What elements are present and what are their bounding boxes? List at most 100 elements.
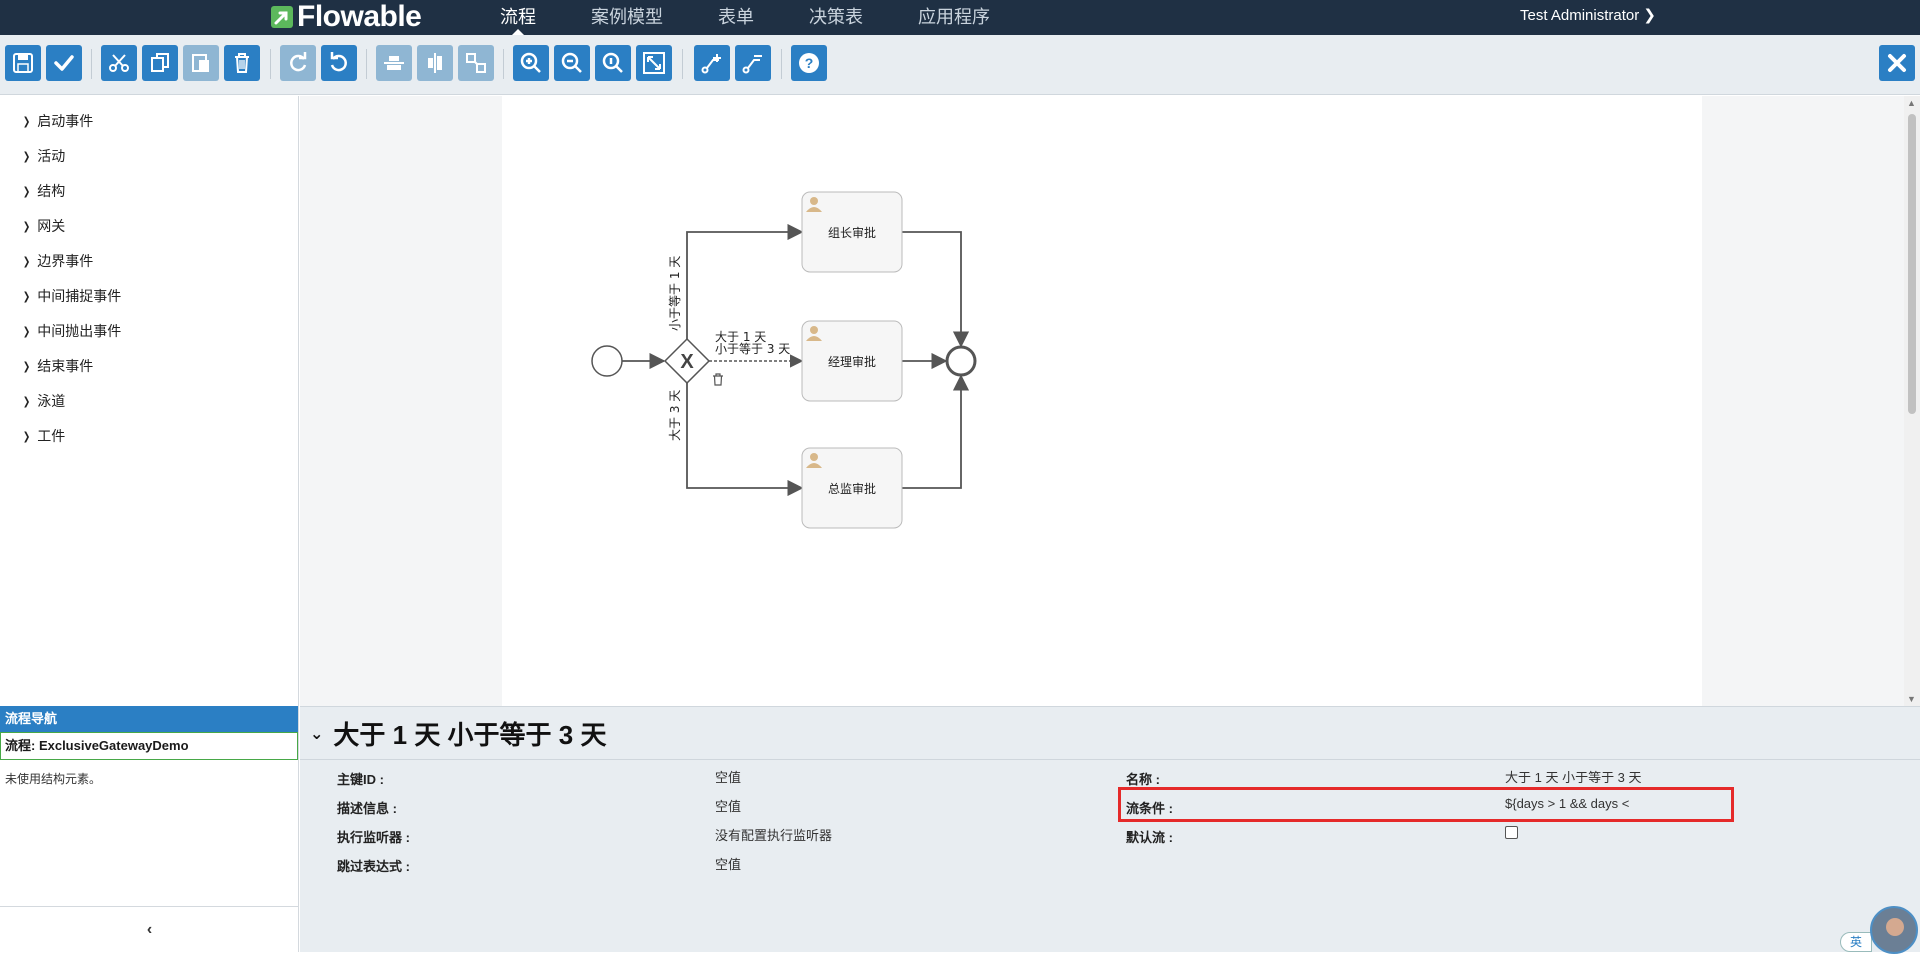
svg-text:?: ?: [805, 55, 814, 71]
user-task-director[interactable]: 总监审批: [801, 447, 903, 529]
chevron-right-icon: ❯: [22, 115, 31, 128]
task-label: 组长审批: [828, 225, 876, 240]
bend-point-remove-button[interactable]: [735, 45, 771, 81]
task-label: 总监审批: [828, 481, 876, 496]
palette-group-label: 启动事件: [37, 113, 94, 129]
scroll-down-arrow-icon[interactable]: ▼: [1907, 694, 1916, 704]
delete-button[interactable]: [224, 45, 260, 81]
nav-decision-tables[interactable]: 决策表: [809, 7, 863, 27]
palette-group-boundary-events[interactable]: ❯边界事件: [22, 251, 93, 271]
undo-icon: [330, 52, 347, 72]
top-navbar: Flowable 流程 案例模型 表单 决策表 应用程序 Test Admini…: [0, 0, 1920, 35]
chevron-right-icon: ❯: [22, 255, 31, 268]
avatar[interactable]: [1870, 906, 1918, 954]
chevron-right-icon: ❯: [22, 150, 31, 163]
chevron-right-icon: ❯: [22, 290, 31, 303]
chevron-right-icon: ❯: [22, 395, 31, 408]
redo-button[interactable]: [280, 45, 316, 81]
flow-condition-highlight-box: [1118, 787, 1734, 822]
zoom-fit-button[interactable]: [636, 45, 672, 81]
zoom-in-button[interactable]: [513, 45, 549, 81]
align-vertical-button[interactable]: [417, 45, 453, 81]
align-horizontal-button[interactable]: [376, 45, 412, 81]
validate-button[interactable]: [46, 45, 82, 81]
navigator-root-item[interactable]: 流程: ExclusiveGatewayDemo: [0, 732, 298, 760]
nav-case-models[interactable]: 案例模型: [591, 7, 663, 27]
nav-apps[interactable]: 应用程序: [918, 7, 990, 27]
nav-processes[interactable]: 流程: [500, 0, 536, 35]
navigator-title: 流程导航: [0, 706, 298, 732]
prop-label-id: 主键ID :: [337, 772, 384, 787]
palette-group-gateways[interactable]: ❯网关: [22, 216, 65, 236]
user-icon: [806, 326, 822, 341]
prop-value-flow-condition[interactable]: ${days > 1 && days <: [1505, 796, 1630, 811]
flow-label-middle-line1[interactable]: 大于 1 天: [715, 330, 766, 344]
chevron-right-icon: ❯: [22, 430, 31, 443]
start-event[interactable]: [591, 345, 623, 377]
scroll-up-arrow-icon[interactable]: ▲: [1907, 98, 1916, 108]
scrollbar-thumb[interactable]: [1908, 114, 1916, 414]
properties-header[interactable]: ⌄ 大于 1 天 小于等于 3 天: [310, 715, 606, 752]
toolbar-separator: [366, 49, 367, 79]
end-event[interactable]: [945, 345, 977, 377]
user-task-manager[interactable]: 经理审批: [801, 320, 903, 402]
prop-value-id[interactable]: 空值: [715, 770, 742, 785]
palette-group-artifacts[interactable]: ❯工件: [22, 426, 65, 446]
palette-group-start-events[interactable]: ❯ 启动事件: [22, 111, 93, 131]
toolbar-separator: [682, 49, 683, 79]
flow-team-lead-to-end[interactable]: [902, 231, 970, 348]
palette-group-label: 结构: [37, 183, 66, 199]
prop-value-execution-listeners[interactable]: 没有配置执行监听器: [715, 828, 833, 843]
logo-text: Flowable: [297, 0, 422, 33]
flow-director-to-end[interactable]: [902, 374, 970, 489]
palette-group-label: 结束事件: [37, 358, 94, 374]
copy-icon: [151, 53, 169, 72]
palette-group-swimlanes[interactable]: ❯泳道: [22, 391, 65, 411]
prop-label-execution-listeners: 执行监听器 :: [337, 830, 410, 845]
canvas-vertical-scrollbar[interactable]: ▲ ▼: [1904, 96, 1920, 706]
flowable-logo[interactable]: Flowable: [270, 0, 422, 33]
help-icon: ?: [799, 53, 819, 73]
diagram-canvas[interactable]: X 组长审批 经理审批 总监审批 小于等于 1 天 大于 3 天 大于 1 天 …: [502, 96, 1702, 706]
palette-group-activities[interactable]: ❯活动: [22, 146, 65, 166]
flow-gateway-to-team-lead[interactable]: [686, 223, 804, 339]
user-task-team-lead[interactable]: 组长审批: [801, 191, 903, 273]
same-size-button[interactable]: [458, 45, 494, 81]
paste-button[interactable]: [183, 45, 219, 81]
help-button[interactable]: ?: [791, 45, 827, 81]
prop-label-documentation: 描述信息 :: [337, 801, 397, 816]
flow-gateway-to-director[interactable]: [686, 383, 804, 497]
palette-group-structural[interactable]: ❯结构: [22, 181, 65, 201]
user-menu[interactable]: Test Administrator ❯: [1520, 7, 1656, 24]
palette-group-end-events[interactable]: ❯结束事件: [22, 356, 93, 376]
undo-button[interactable]: [321, 45, 357, 81]
save-button[interactable]: [5, 45, 41, 81]
palette-group-throwing-events[interactable]: ❯中间抛出事件: [22, 321, 121, 341]
zoom-actual-button[interactable]: [595, 45, 631, 81]
collapse-panel-button[interactable]: ‹: [0, 906, 299, 952]
copy-button[interactable]: [142, 45, 178, 81]
nav-forms[interactable]: 表单: [718, 7, 754, 27]
bend-point-add-icon: [701, 54, 721, 74]
prop-value-name[interactable]: 大于 1 天 小于等于 3 天: [1505, 770, 1642, 785]
prop-value-skip-expression[interactable]: 空值: [715, 857, 742, 872]
flow-label-top[interactable]: 小于等于 1 天: [668, 256, 682, 331]
prop-label-flow-condition: 流条件 :: [1126, 801, 1173, 816]
cut-button[interactable]: [101, 45, 137, 81]
bend-point-add-button[interactable]: [694, 45, 730, 81]
navigator-empty-text: 未使用结构元素。: [5, 772, 102, 786]
zoom-out-button[interactable]: [554, 45, 590, 81]
default-flow-checkbox[interactable]: [1505, 826, 1518, 839]
flowable-logo-icon: [271, 6, 293, 28]
palette-group-catching-events[interactable]: ❯中间捕捉事件: [22, 286, 121, 306]
prop-value-documentation[interactable]: 空值: [715, 799, 742, 814]
prop-label-default-flow: 默认流 :: [1126, 830, 1173, 845]
ime-indicator[interactable]: 英: [1840, 932, 1872, 952]
exclusive-gateway[interactable]: X: [663, 337, 711, 385]
flow-label-middle-line2[interactable]: 小于等于 3 天: [715, 342, 790, 356]
trash-icon[interactable]: [713, 373, 723, 386]
flow-label-bottom[interactable]: 大于 3 天: [668, 390, 682, 441]
user-icon: [806, 197, 822, 212]
close-editor-button[interactable]: [1879, 45, 1915, 81]
paste-icon: [192, 54, 209, 72]
